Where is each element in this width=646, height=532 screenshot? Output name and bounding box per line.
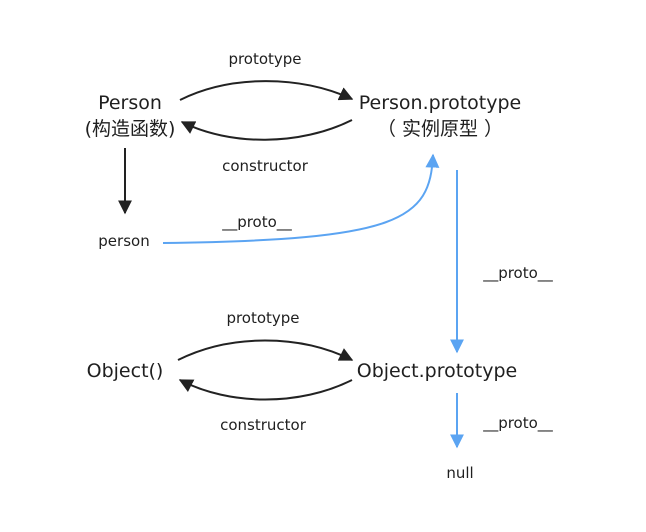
object-prototype-label: Object.prototype [357,360,518,382]
instance-proto-edge-label: __proto__ [221,213,292,232]
person-constructor-label: Person [98,92,162,114]
object-constructor-edge-label: constructor [220,416,307,434]
object-prototype-edge-label: prototype [226,309,299,327]
object-constructor-arrow [178,379,353,401]
person-prototype-edge-label: prototype [228,50,301,68]
instance-proto-arrow [162,153,440,244]
object-proto-edge-label: __proto__ [482,414,553,433]
object-constructor-label: Object() [87,360,164,382]
person-prototype-arrow [179,80,354,101]
null-label: null [446,464,473,482]
prototype-chain-edge-label: __proto__ [482,264,553,283]
person-constructor-arrow [180,119,353,141]
person-prototype-note: （ 实例原型 ） [377,118,503,140]
object-prototype-arrow [177,339,354,361]
person-prototype-label: Person.prototype [359,92,521,114]
person-instance-label: person [98,232,149,250]
person-constructor-note: (构造函数) [85,118,176,140]
person-constructor-edge-label: constructor [222,157,309,175]
